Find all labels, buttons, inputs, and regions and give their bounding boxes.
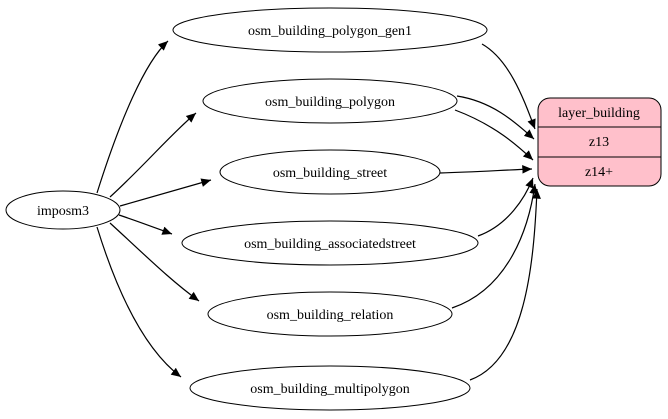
street-label: osm_building_street (273, 166, 387, 181)
associatedstreet-label: osm_building_associatedstreet (244, 237, 416, 252)
layer-building-box (537, 97, 662, 187)
edge-osm-building-polygon-to-z14 (454, 109, 534, 161)
multipolygon-ellipse (189, 365, 471, 411)
edge-imposm3-to-osm-building-street (119, 178, 212, 207)
node-osm-building-relation: osm_building_relation (207, 291, 453, 337)
associatedstreet-ellipse (181, 220, 479, 266)
edges-to-layer (439, 43, 541, 381)
node-osm-building-street: osm_building_street (219, 149, 441, 195)
street-ellipse (219, 149, 441, 195)
edge-imposm3-to-osm-building-relation (109, 222, 200, 302)
layer-building-row-z13: z13 (589, 135, 609, 150)
relation-ellipse (207, 291, 453, 337)
node-osm-building-polygon-gen1: osm_building_polygon_gen1 (172, 7, 488, 53)
edge-osm-building-polygon-gen1-to-z13 (481, 43, 536, 130)
layer-building-title: layer_building (558, 106, 640, 121)
node-osm-building-multipolygon: osm_building_multipolygon (189, 365, 471, 411)
edge-imposm3-to-osm-building-multipolygon (96, 226, 182, 378)
relation-label: osm_building_relation (267, 308, 394, 323)
node-imposm3: imposm3 (5, 190, 121, 230)
imposm3-ellipse (5, 190, 121, 230)
layer-building-row-z14: z14+ (585, 165, 613, 180)
edge-imposm3-to-osm-building-associatedstreet (118, 214, 173, 235)
node-layer-building: layer_building z13 z14+ (537, 97, 662, 187)
edge-osm-building-multipolygon-to-z14 (469, 188, 541, 381)
imposm3-label: imposm3 (37, 204, 89, 219)
edge-osm-building-polygon-to-z13 (456, 95, 535, 140)
node-osm-building-associatedstreet: osm_building_associatedstreet (181, 220, 479, 266)
edge-imposm3-to-osm-building-polygon-gen1 (96, 40, 169, 194)
edge-osm-building-relation-to-z14 (451, 183, 538, 309)
polygon-gen1-label: osm_building_polygon_gen1 (248, 24, 412, 39)
node-osm-building-polygon: osm_building_polygon (202, 78, 458, 124)
polygon-label: osm_building_polygon (265, 95, 395, 110)
edge-imposm3-to-osm-building-polygon (109, 112, 197, 198)
edge-osm-building-street-to-z14 (439, 165, 533, 174)
polygon-gen1-ellipse (172, 7, 488, 53)
edges-from-source (96, 40, 212, 378)
multipolygon-label: osm_building_multipolygon (250, 382, 409, 397)
polygon-ellipse (202, 78, 458, 124)
